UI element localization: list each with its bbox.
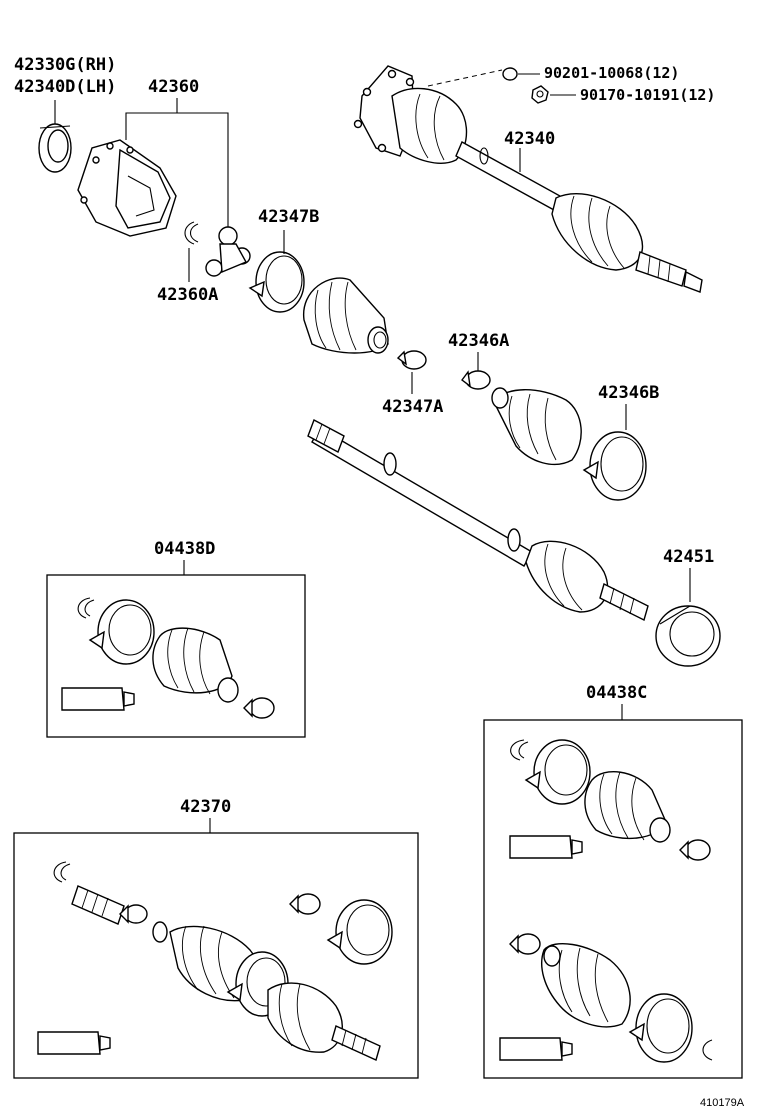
diagram-code: 410179A [700,1097,745,1109]
outboard-boot[interactable] [491,387,582,466]
dust-seal-42451[interactable] [655,605,721,667]
dashed-leader-fasteners [427,69,503,87]
kit-42370-grease-tube[interactable] [37,1031,101,1055]
snap-ring-42360a[interactable] [184,221,195,245]
label-42370[interactable]: 42370 [180,797,231,817]
label-42360a[interactable]: 42360A [157,285,218,305]
kit-42370-snap-ring[interactable] [53,861,67,883]
label-90201[interactable]: 90201-10068(12) [544,64,679,82]
joint-housing-42360[interactable] [77,139,177,237]
drive-shaft-42340[interactable] [353,65,703,293]
kit-d-snap-ring[interactable] [77,597,91,619]
washer-90201[interactable] [502,67,518,81]
kit-42370-outer-boot[interactable] [267,982,343,1053]
label-04438c[interactable]: 04438C [586,683,647,703]
label-42347b[interactable]: 42347B [258,207,319,227]
nut-90170[interactable] [531,85,549,104]
oil-seal-42330g[interactable] [38,123,72,173]
kit-c-large-clamp-2[interactable] [635,993,693,1063]
label-42346a[interactable]: 42346A [448,331,509,351]
kit-box-04438c[interactable] [483,719,743,1079]
label-42347a[interactable]: 42347A [382,397,443,417]
kit-42370-spline-end[interactable] [331,1025,381,1061]
boot-clamp-42347b[interactable] [248,251,305,313]
kit-c-small-clamp-2[interactable] [515,933,541,955]
boot-clamp-42346a[interactable] [461,370,491,390]
boot-clamp-42347a[interactable] [396,350,427,370]
kit-c-grease-tube-2[interactable] [499,1037,563,1061]
label-42330g[interactable]: 42330G(RH) [14,55,116,75]
kit-box-04438d[interactable] [46,574,306,738]
kit-c-snap-ring[interactable] [510,739,525,761]
kit-c-small-clamp-1[interactable] [685,839,711,861]
kit-c-grease-tube-1[interactable] [509,835,573,859]
inboard-boot[interactable] [303,277,389,354]
kit-d-small-clamp[interactable] [249,697,275,719]
kit-04438d-parts [61,597,275,719]
kit-42370-spline-shaft[interactable] [71,885,125,925]
kit-c-snap-ring-2[interactable] [702,1039,713,1061]
label-04438d[interactable]: 04438D [154,539,215,559]
kit-42370-parts [37,861,393,1061]
kit-04438c-parts [499,739,713,1063]
label-42360[interactable]: 42360 [148,77,199,97]
boot-clamp-42346b[interactable] [582,431,647,501]
intermediate-shaft[interactable] [307,419,649,622]
kit-42370-small-clamp-2[interactable] [295,893,321,915]
label-90170[interactable]: 90170-10191(12) [580,86,715,104]
kit-d-grease-tube[interactable] [61,687,125,711]
label-42451[interactable]: 42451 [663,547,714,567]
kit-box-42370[interactable] [13,832,419,1079]
label-42340[interactable]: 42340 [504,129,555,149]
label-42340d[interactable]: 42340D(LH) [14,77,116,97]
tripod-joint[interactable] [205,226,251,277]
kit-c-outer-boot[interactable] [541,943,631,1028]
label-42346b[interactable]: 42346B [598,383,659,403]
